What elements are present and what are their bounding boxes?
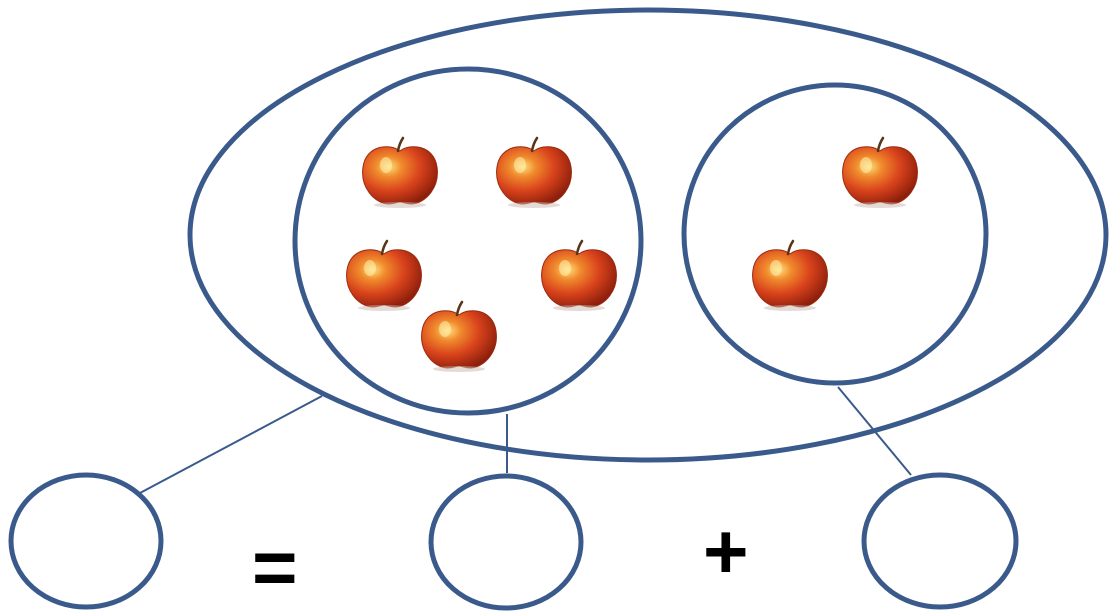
- apple-icon: [361, 136, 439, 210]
- left-part-answer-circle[interactable]: [428, 473, 584, 611]
- whole-set-ellipse: [187, 7, 1109, 463]
- whole-answer-circle[interactable]: [8, 472, 164, 610]
- apple-icon: [751, 239, 829, 313]
- connector-line-whole: [139, 395, 323, 494]
- apple-icon: [841, 136, 919, 210]
- connector-line-right-part: [837, 386, 912, 476]
- apple-icon: [420, 300, 498, 374]
- right-part-answer-circle[interactable]: [861, 472, 1019, 610]
- left-part-circle: [292, 66, 644, 416]
- apple-icon: [540, 239, 618, 313]
- equals-sign: =: [252, 523, 298, 611]
- plus-sign: +: [703, 507, 749, 595]
- right-part-circle: [681, 82, 989, 386]
- apple-icon: [345, 239, 423, 313]
- apple-icon: [495, 136, 573, 210]
